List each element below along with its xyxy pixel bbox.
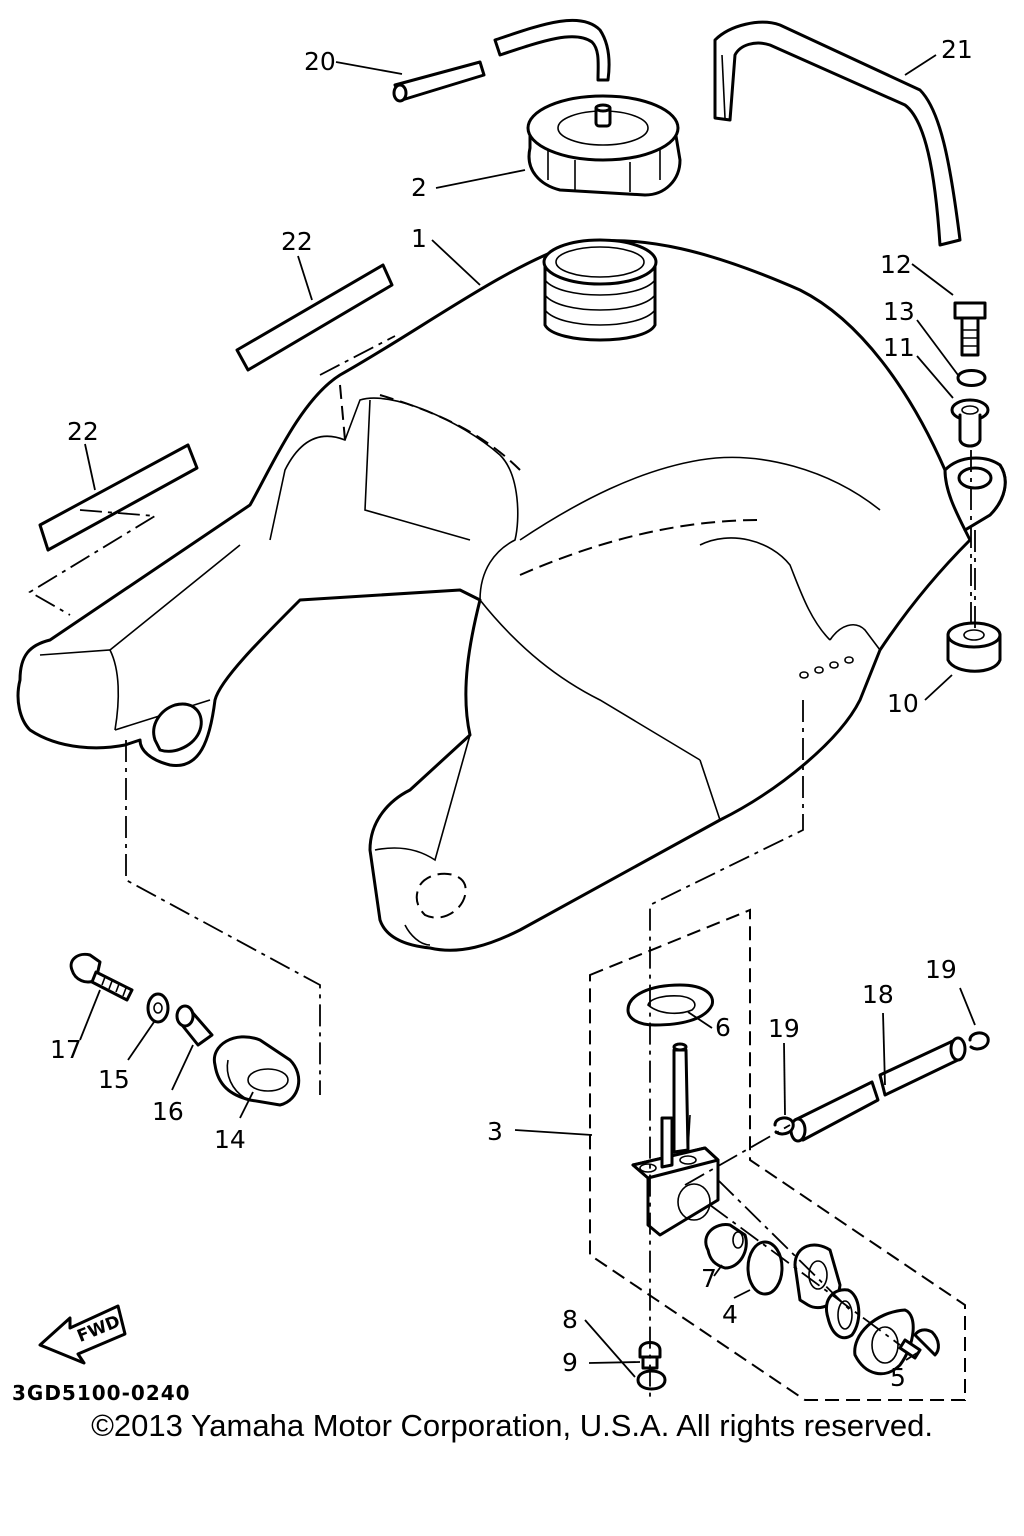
label-9: 9 — [562, 1348, 578, 1377]
label-19a: 19 — [768, 1014, 800, 1043]
label-17: 17 — [50, 1035, 82, 1064]
label-2: 2 — [411, 173, 427, 202]
label-20: 20 — [304, 47, 336, 76]
label-8: 8 — [562, 1305, 578, 1334]
label-18: 18 — [862, 980, 894, 1009]
label-6: 6 — [715, 1013, 731, 1042]
hose-clip-19a — [773, 1116, 795, 1136]
grommet-10 — [946, 621, 1002, 673]
label-7: 7 — [701, 1264, 717, 1293]
fuel-tank — [16, 238, 1007, 952]
diaphragm-7 — [704, 1223, 748, 1270]
label-11: 11 — [883, 333, 915, 362]
label-19b: 19 — [925, 955, 957, 984]
tank-cap — [526, 94, 682, 197]
label-12: 12 — [880, 250, 912, 279]
label-14: 14 — [214, 1125, 246, 1154]
label-15: 15 — [98, 1065, 130, 1094]
copyright-notice: ©2013 Yamaha Motor Corporation, U.S.A. A… — [91, 1408, 933, 1443]
lever-valve — [793, 1243, 842, 1310]
collar-16 — [175, 1004, 214, 1047]
part-labels: 20 2 21 1 22 22 12 13 11 10 17 15 16 14 … — [50, 35, 973, 1392]
diagram-code: 3GD5100-0240 — [12, 1381, 191, 1405]
label-13: 13 — [883, 297, 915, 326]
label-16: 16 — [152, 1097, 184, 1126]
bolt-17 — [69, 952, 134, 1002]
washer-8 — [636, 1369, 667, 1391]
label-1: 1 — [411, 224, 427, 253]
grommet-14 — [212, 1035, 301, 1107]
seal-ring — [825, 1288, 861, 1340]
damper-lower — [38, 443, 199, 552]
leader-lines — [79, 54, 976, 1378]
washer-13 — [956, 369, 987, 387]
label-4: 4 — [722, 1300, 738, 1329]
fuel-cock-3 — [631, 1042, 720, 1237]
label-21: 21 — [941, 35, 973, 64]
screw-9 — [638, 1341, 662, 1370]
collar-11 — [950, 398, 990, 448]
label-3: 3 — [487, 1117, 503, 1146]
label-22b: 22 — [67, 417, 99, 446]
label-5: 5 — [890, 1363, 906, 1392]
forward-arrow-icon: FWD — [38, 1304, 127, 1365]
breather-hose — [392, 18, 611, 103]
tank-band — [713, 20, 962, 247]
damper-upper — [235, 263, 394, 372]
cover-plate — [853, 1308, 915, 1376]
hose-clip-19b — [968, 1031, 990, 1051]
alignment-lines — [28, 335, 976, 1400]
fuel-cock-assembly-boundary — [589, 908, 966, 1401]
screw-5 — [898, 1328, 940, 1360]
label-10: 10 — [887, 689, 919, 718]
o-ring-4 — [746, 1240, 784, 1296]
fuel-hose-18 — [789, 1036, 967, 1143]
bolt-12 — [953, 301, 987, 357]
label-22a: 22 — [281, 227, 313, 256]
washer-15 — [146, 992, 170, 1024]
